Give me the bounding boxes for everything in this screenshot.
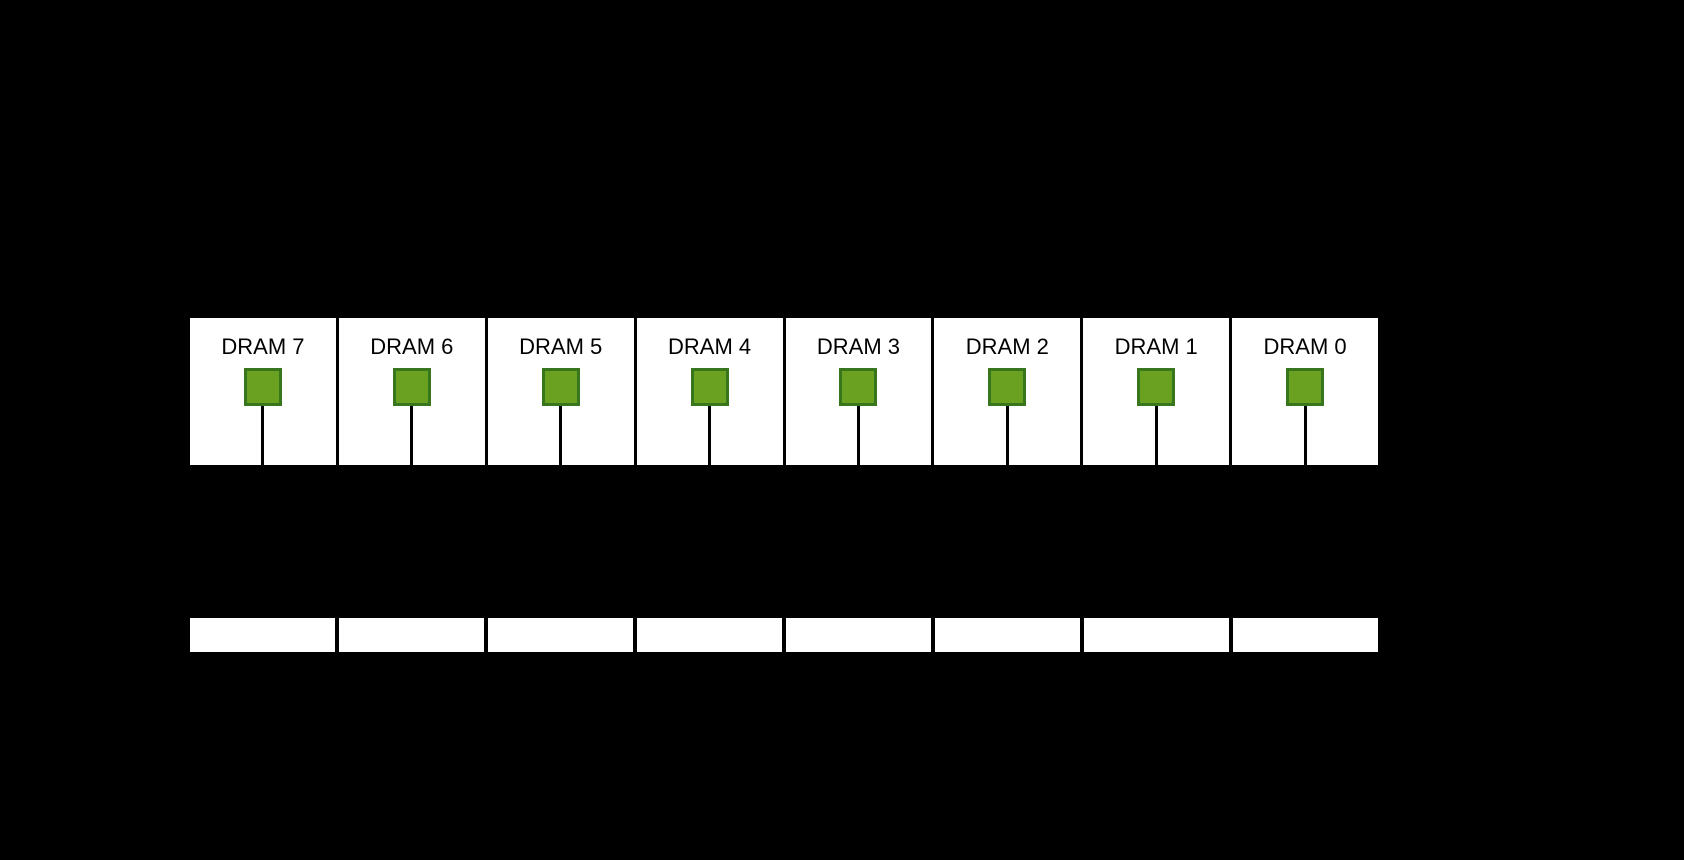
bus-strip-5 bbox=[488, 618, 633, 652]
memory-chip-icon bbox=[243, 368, 282, 406]
connector-line bbox=[1154, 406, 1158, 465]
dram-label: DRAM 3 bbox=[816, 334, 900, 359]
dram-label: DRAM 6 bbox=[370, 334, 454, 359]
dram-box-1: DRAM 1 bbox=[1083, 318, 1230, 465]
connector-line bbox=[856, 406, 860, 465]
bus-strip-1 bbox=[1084, 618, 1229, 652]
connector-line bbox=[708, 406, 712, 465]
dram-label: DRAM 1 bbox=[1114, 334, 1198, 359]
dram-label: DRAM 2 bbox=[965, 334, 1049, 359]
bus-strip-4 bbox=[637, 618, 782, 652]
memory-chip-icon bbox=[988, 368, 1027, 406]
bus-strip-3 bbox=[786, 618, 931, 652]
connector-line bbox=[1303, 406, 1307, 465]
connector-line bbox=[261, 406, 265, 465]
memory-bus-strip-row bbox=[190, 618, 1378, 652]
memory-chip-icon bbox=[839, 368, 878, 406]
bus-strip-0 bbox=[1233, 618, 1378, 652]
bus-strip-6 bbox=[339, 618, 484, 652]
memory-chip-icon bbox=[392, 368, 431, 406]
memory-chip-icon bbox=[1137, 368, 1176, 406]
memory-chip-icon bbox=[1286, 368, 1325, 406]
dram-box-7: DRAM 7 bbox=[190, 318, 336, 465]
connector-line bbox=[559, 406, 563, 465]
dram-box-4: DRAM 4 bbox=[636, 318, 783, 465]
dram-chip-row: DRAM 7 DRAM 6 DRAM 5 DRAM 4 DRAM 3 DRAM … bbox=[190, 318, 1378, 465]
connector-line bbox=[1005, 406, 1009, 465]
memory-chip-icon bbox=[541, 368, 580, 406]
dram-box-5: DRAM 5 bbox=[487, 318, 634, 465]
dram-box-3: DRAM 3 bbox=[785, 318, 932, 465]
memory-chip-icon bbox=[690, 368, 729, 406]
dram-box-0: DRAM 0 bbox=[1232, 318, 1378, 465]
bus-strip-2 bbox=[935, 618, 1080, 652]
bus-strip-7 bbox=[190, 618, 335, 652]
dram-box-6: DRAM 6 bbox=[338, 318, 485, 465]
dram-label: DRAM 4 bbox=[668, 334, 752, 359]
dram-label: DRAM 0 bbox=[1263, 334, 1347, 359]
dram-label: DRAM 7 bbox=[221, 334, 305, 359]
dram-label: DRAM 5 bbox=[519, 334, 603, 359]
connector-line bbox=[410, 406, 414, 465]
dram-box-2: DRAM 2 bbox=[934, 318, 1081, 465]
